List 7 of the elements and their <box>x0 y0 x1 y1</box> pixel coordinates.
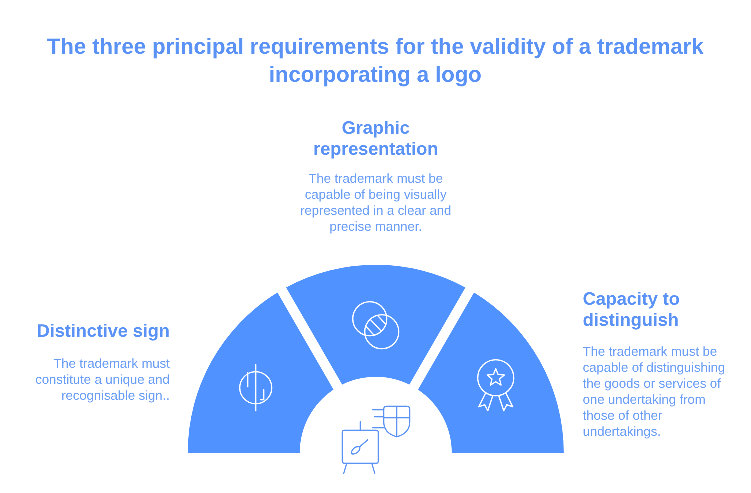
requirement-description: The trademark must be capable of being visually represented in a clear and precise manner. <box>299 171 453 235</box>
requirement-description: The trademark must constitute a unique and recognisable sign.. <box>34 356 170 404</box>
title: The three principal requirements for the validity of a trademark incorporating a logo <box>46 33 705 89</box>
requirement-heading: Capacity to distinguish <box>583 289 682 331</box>
requirement-description: The trademark must be capable of distinguishing the goods or services of one undertaking from those of other undertakings. <box>583 344 726 440</box>
requirement-heading: Graphic representation <box>312 118 440 160</box>
requirement-heading: Distinctive sign <box>36 321 170 342</box>
